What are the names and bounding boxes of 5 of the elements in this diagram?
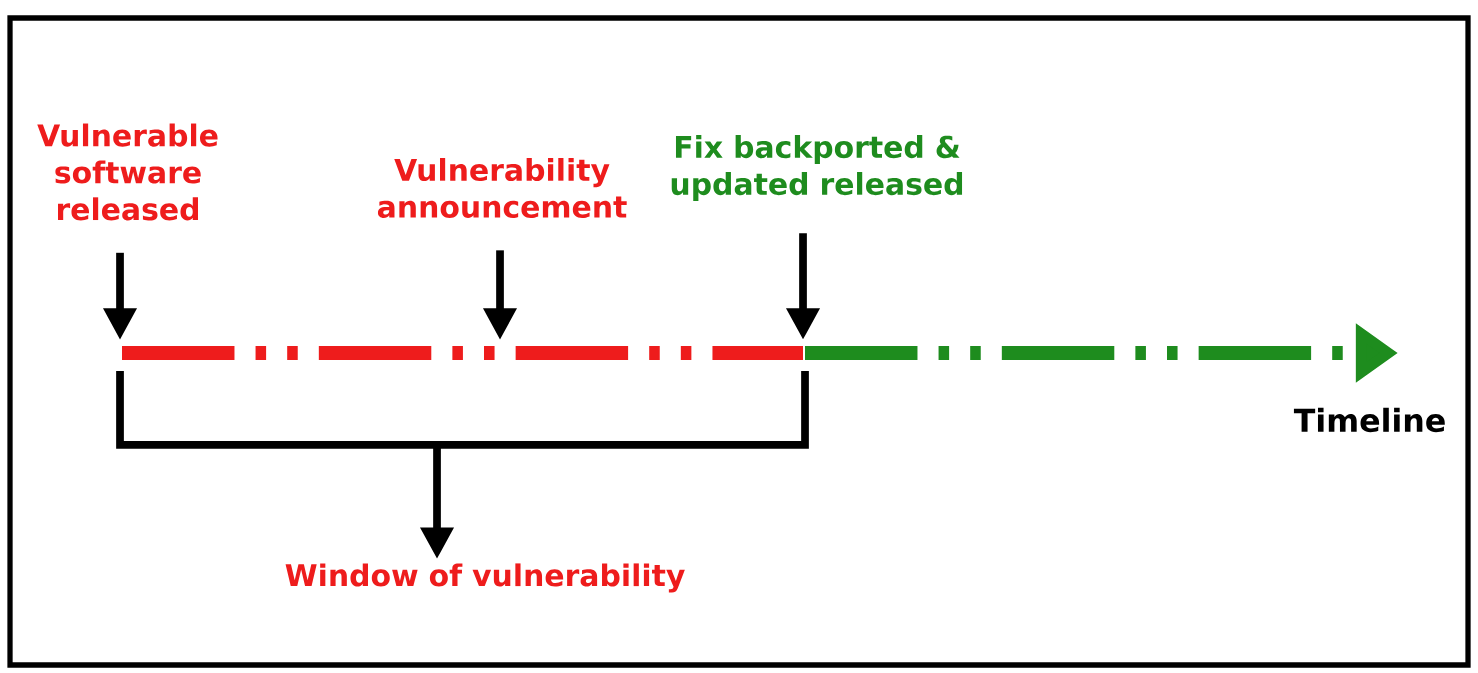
axis-label: Timeline [1293, 407, 1445, 433]
event-label: Vulnerability announcement [377, 157, 627, 219]
event-label: Window of vulnerability [285, 563, 685, 593]
event-label: Fix backported & updated released [671, 135, 963, 201]
event-label: Vulnerable software released [37, 123, 218, 221]
